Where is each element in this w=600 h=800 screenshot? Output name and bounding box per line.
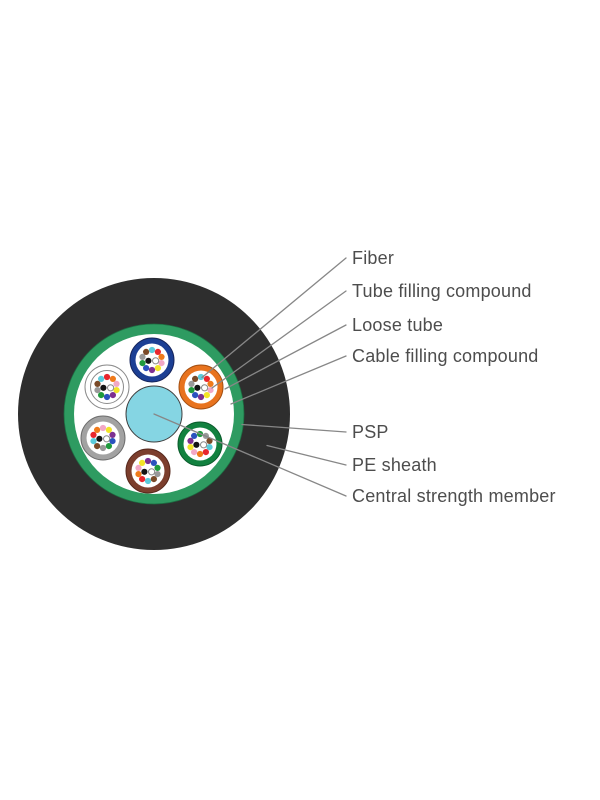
fiber-dot [207,380,214,388]
fiber-dot [100,384,107,391]
fiber-dot [188,380,195,388]
fiber-dot [158,359,165,367]
leader-line-pe-sheath [266,444,347,466]
fiber-dot [197,373,205,381]
leader-line-central-strength-member [153,413,347,497]
fiber-dot [203,375,210,383]
leader-line-loose-tube [224,324,347,390]
fiber-dot [200,441,208,449]
fiber-dot [188,386,195,394]
fiber-dot [98,391,105,399]
fiber-dot [191,432,198,440]
label-loose-tube: Loose tube [352,315,444,335]
label-pe-sheath: PE sheath [352,455,437,475]
fiber-dot [94,426,101,434]
fiber-dot [135,470,142,478]
fiber-dot [154,364,161,372]
fiber-dot [197,393,205,401]
fiber-dot [103,373,111,381]
fiber-dot [202,448,209,456]
fiber-dot [187,443,194,451]
fiber-dot [139,475,146,483]
fiber-dot [109,431,116,439]
fiber-dot [192,375,199,383]
fiber-dot [98,375,105,383]
label-psp: PSP [352,422,389,442]
fiber-dot [103,435,111,443]
fiber-dot [90,431,97,439]
fiber-dot [94,380,101,388]
fiber-dot [105,442,112,450]
fiber-dot [109,375,116,383]
fiber-dot [158,353,165,361]
fiber-dot [113,386,120,394]
fiber-dot [148,468,156,476]
fiber-dot [194,384,201,391]
fiber-dot [150,475,157,483]
fiber-dot [154,464,161,472]
fiber-dot [135,464,142,472]
fiber-dot [191,448,198,456]
leader-line-psp [241,423,347,433]
fiber-dot [152,357,160,365]
fiber-dot [206,437,213,445]
fiber-dot [109,391,116,399]
fiber-dot [154,470,161,478]
fiber-dot [148,366,156,374]
label-cable-filling-compound: Cable filling compound [352,346,539,366]
fiber-dot [187,437,194,445]
fiber-dot [144,457,152,465]
leader-line-tube-filling-compound [211,290,347,389]
fiber-dot [145,357,152,364]
fiber-dot [139,359,146,367]
label-fiber: Fiber [352,248,395,268]
fiber-dot [99,424,107,432]
fiber-dot [109,437,116,445]
fiber-dot [144,477,152,485]
leader-line-cable-filling-compound [230,355,347,405]
fiber-dot [90,437,97,445]
fiber-dot [143,348,150,356]
fiber-dot [139,353,146,361]
fiber-dot [148,346,156,354]
fiber-dot [139,459,146,467]
leader-line-fiber [201,257,347,379]
fiber-dot [206,443,213,451]
fiber-dot [103,393,111,401]
fiber-dot [141,468,148,475]
label-tube-filling-compound: Tube filling compound [352,281,532,301]
fiber-dot [94,442,101,450]
fiber-dot [154,348,161,356]
fiber-dot [105,426,112,434]
fiber-dot [150,459,157,467]
fiber-dot [143,364,150,372]
fiber-dot [113,380,120,388]
fiber-dot [196,450,204,458]
fiber-dot [192,391,199,399]
fiber-dot [203,391,210,399]
fiber-dot [107,384,115,392]
fiber-dot [96,435,103,442]
fiber-dot [193,441,200,448]
fiber-dot [94,386,101,394]
fiber-dot [201,384,209,392]
fiber-dot [99,444,107,452]
label-central-strength-member: Central strength member [352,486,556,506]
